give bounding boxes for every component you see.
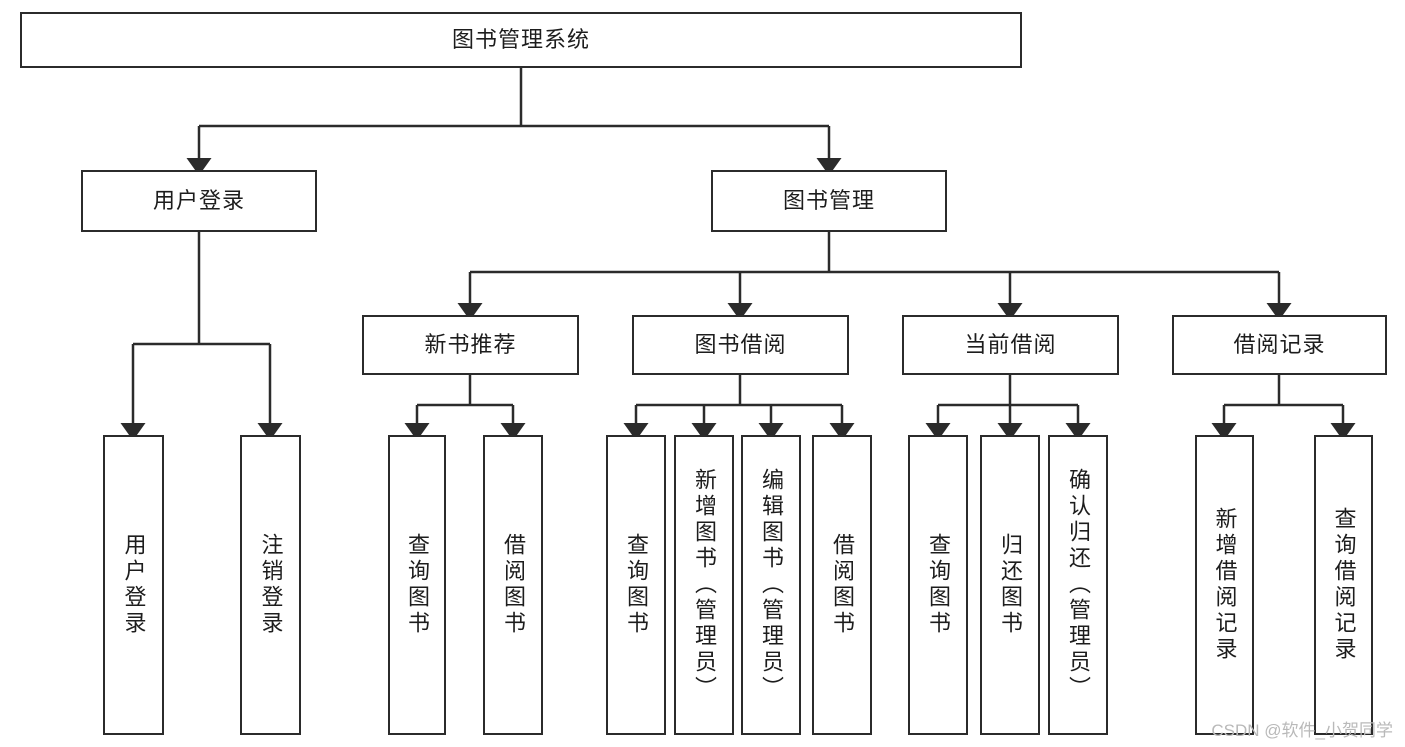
leaf-node-label: 新增借阅记录 — [1212, 507, 1238, 663]
leaf-node[interactable]: 注销登录 — [240, 435, 301, 735]
borrow-to-leaves-connectors — [623, 375, 855, 441]
node-borrow-records[interactable]: 借阅记录 — [1172, 315, 1387, 375]
leaf-node[interactable]: 新增借阅记录 — [1195, 435, 1254, 735]
leaf-node-label: 查询图书 — [405, 533, 430, 637]
leaf-node-label: 借阅图书 — [501, 533, 526, 637]
leaf-node[interactable]: 查询图书 — [908, 435, 968, 735]
node-borrow-records-label: 借阅记录 — [1233, 332, 1326, 357]
newbook-to-leaves-connectors — [404, 375, 526, 441]
leaf-node-label: 新增图书（管理员） — [692, 468, 717, 702]
current-to-leaves-connectors — [925, 375, 1091, 441]
leaf-node[interactable]: 新增图书（管理员） — [674, 435, 734, 735]
leaf-node-label: 归还图书 — [998, 533, 1023, 637]
node-book-borrow-label: 图书借阅 — [694, 332, 787, 357]
node-book-borrow[interactable]: 图书借阅 — [632, 315, 849, 375]
leaf-node-label: 编辑图书（管理员） — [759, 468, 784, 702]
leaf-node[interactable]: 借阅图书 — [812, 435, 872, 735]
root-to-level2-connectors — [186, 68, 842, 176]
leaf-node-label: 确认归还（管理员） — [1066, 468, 1091, 702]
leaf-node-label: 借阅图书 — [830, 533, 855, 637]
node-new-book-recommend-label: 新书推荐 — [424, 332, 517, 357]
leaf-node[interactable]: 编辑图书（管理员） — [741, 435, 801, 735]
node-root-label: 图书管理系统 — [451, 27, 590, 52]
node-current-borrow-label: 当前借阅 — [964, 332, 1057, 357]
login-to-leaves-connectors — [120, 232, 283, 441]
leaf-node[interactable]: 用户登录 — [103, 435, 164, 735]
leaf-node[interactable]: 归还图书 — [980, 435, 1040, 735]
node-current-borrow[interactable]: 当前借阅 — [902, 315, 1119, 375]
leaf-node[interactable]: 借阅图书 — [483, 435, 543, 735]
node-book-management-label: 图书管理 — [782, 188, 875, 213]
node-user-login-label: 用户登录 — [152, 188, 245, 213]
leaf-node[interactable]: 查询图书 — [388, 435, 446, 735]
node-new-book-recommend[interactable]: 新书推荐 — [362, 315, 579, 375]
node-book-management[interactable]: 图书管理 — [711, 170, 947, 232]
leaf-node[interactable]: 确认归还（管理员） — [1048, 435, 1108, 735]
records-to-leaves-connectors — [1211, 375, 1356, 441]
leaf-node-label: 查询图书 — [624, 533, 649, 637]
node-user-login[interactable]: 用户登录 — [81, 170, 317, 232]
leaf-node[interactable]: 查询借阅记录 — [1314, 435, 1373, 735]
leaf-node-label: 用户登录 — [121, 533, 147, 637]
node-root[interactable]: 图书管理系统 — [20, 12, 1022, 68]
leaf-node-label: 注销登录 — [258, 533, 284, 637]
leaf-node-label: 查询图书 — [926, 533, 951, 637]
leaf-node[interactable]: 查询图书 — [606, 435, 666, 735]
books-to-level3-connectors — [457, 232, 1292, 321]
leaf-node-label: 查询借阅记录 — [1331, 507, 1357, 663]
